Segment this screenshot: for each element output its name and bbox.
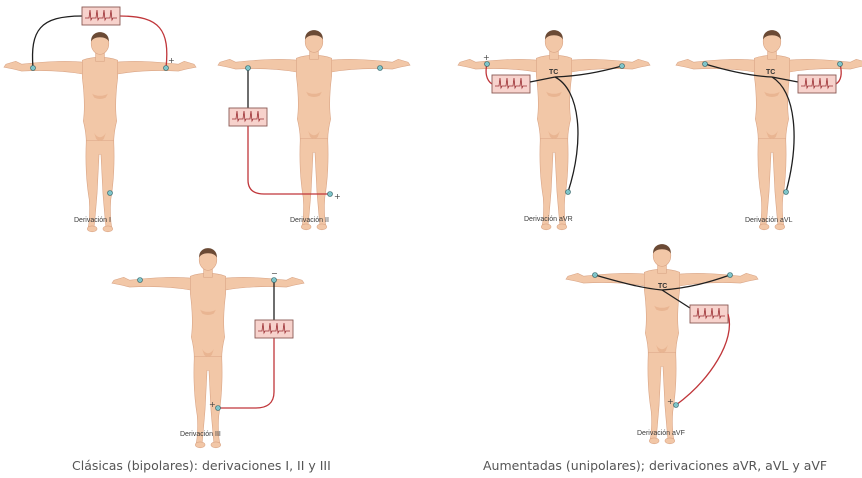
central-terminal-label: TC <box>658 283 667 290</box>
plus-sign: + <box>483 53 490 62</box>
central-terminal-label: TC <box>766 69 775 76</box>
panel-label-lead-avl: Derivación aVL <box>745 217 793 224</box>
panel-lead-avr: + TC Derivación aVR <box>458 30 650 230</box>
panel-label-lead-avr: Derivación aVR <box>524 216 573 223</box>
electrode-icon <box>31 66 36 71</box>
panel-lead-iii: − + Derivación III <box>112 248 304 448</box>
plus-sign: + <box>667 397 674 406</box>
ecg-monitor-icon <box>255 320 293 338</box>
ecg-monitor-icon <box>492 75 530 93</box>
panel-label-lead-avf: Derivación aVF <box>637 430 685 437</box>
ecg-monitor-icon <box>798 75 836 93</box>
central-terminal-label: TC <box>549 69 558 76</box>
ecg-monitor-icon <box>690 305 728 323</box>
caption-unipolar-leads: Aumentadas (unipolares); derivaciones aV… <box>483 458 827 473</box>
panel-label-lead-ii: Derivación II <box>290 217 329 224</box>
panel-label-lead-iii: Derivación III <box>180 431 221 438</box>
minus-sign: − <box>271 269 278 278</box>
electrode-icon <box>485 62 490 67</box>
plus-sign: + <box>334 192 341 201</box>
caption-bipolar-leads: Clásicas (bipolares): derivaciones I, II… <box>72 458 331 473</box>
panel-lead-i: + Derivación I <box>4 7 196 232</box>
electrode-icon <box>164 66 169 71</box>
electrode-icon <box>246 66 251 71</box>
electrode-icon <box>593 273 598 278</box>
plus-sign: + <box>168 56 175 65</box>
electrode-icon <box>620 64 625 69</box>
electrode-icon <box>272 278 277 283</box>
plus-sign: + <box>209 400 216 409</box>
electrode-icon <box>703 62 708 67</box>
electrode-icon <box>784 190 789 195</box>
panel-lead-avl: TC Derivación aVL <box>676 30 862 230</box>
electrode-icon <box>566 190 571 195</box>
panel-label-lead-i: Derivación I <box>74 217 111 224</box>
electrode-icon <box>328 192 333 197</box>
panel-lead-ii: + Derivación II <box>218 30 410 230</box>
electrode-icon <box>728 273 733 278</box>
electrode-icon <box>674 403 679 408</box>
panel-lead-avf: + TC Derivación aVF <box>566 244 758 444</box>
ecg-monitor-icon <box>229 108 267 126</box>
electrode-icon <box>216 406 221 411</box>
electrode-icon <box>138 278 143 283</box>
electrode-icon <box>838 62 843 67</box>
ecg-monitor-icon <box>82 7 120 25</box>
electrode-icon <box>378 66 383 71</box>
electrode-icon <box>108 191 113 196</box>
